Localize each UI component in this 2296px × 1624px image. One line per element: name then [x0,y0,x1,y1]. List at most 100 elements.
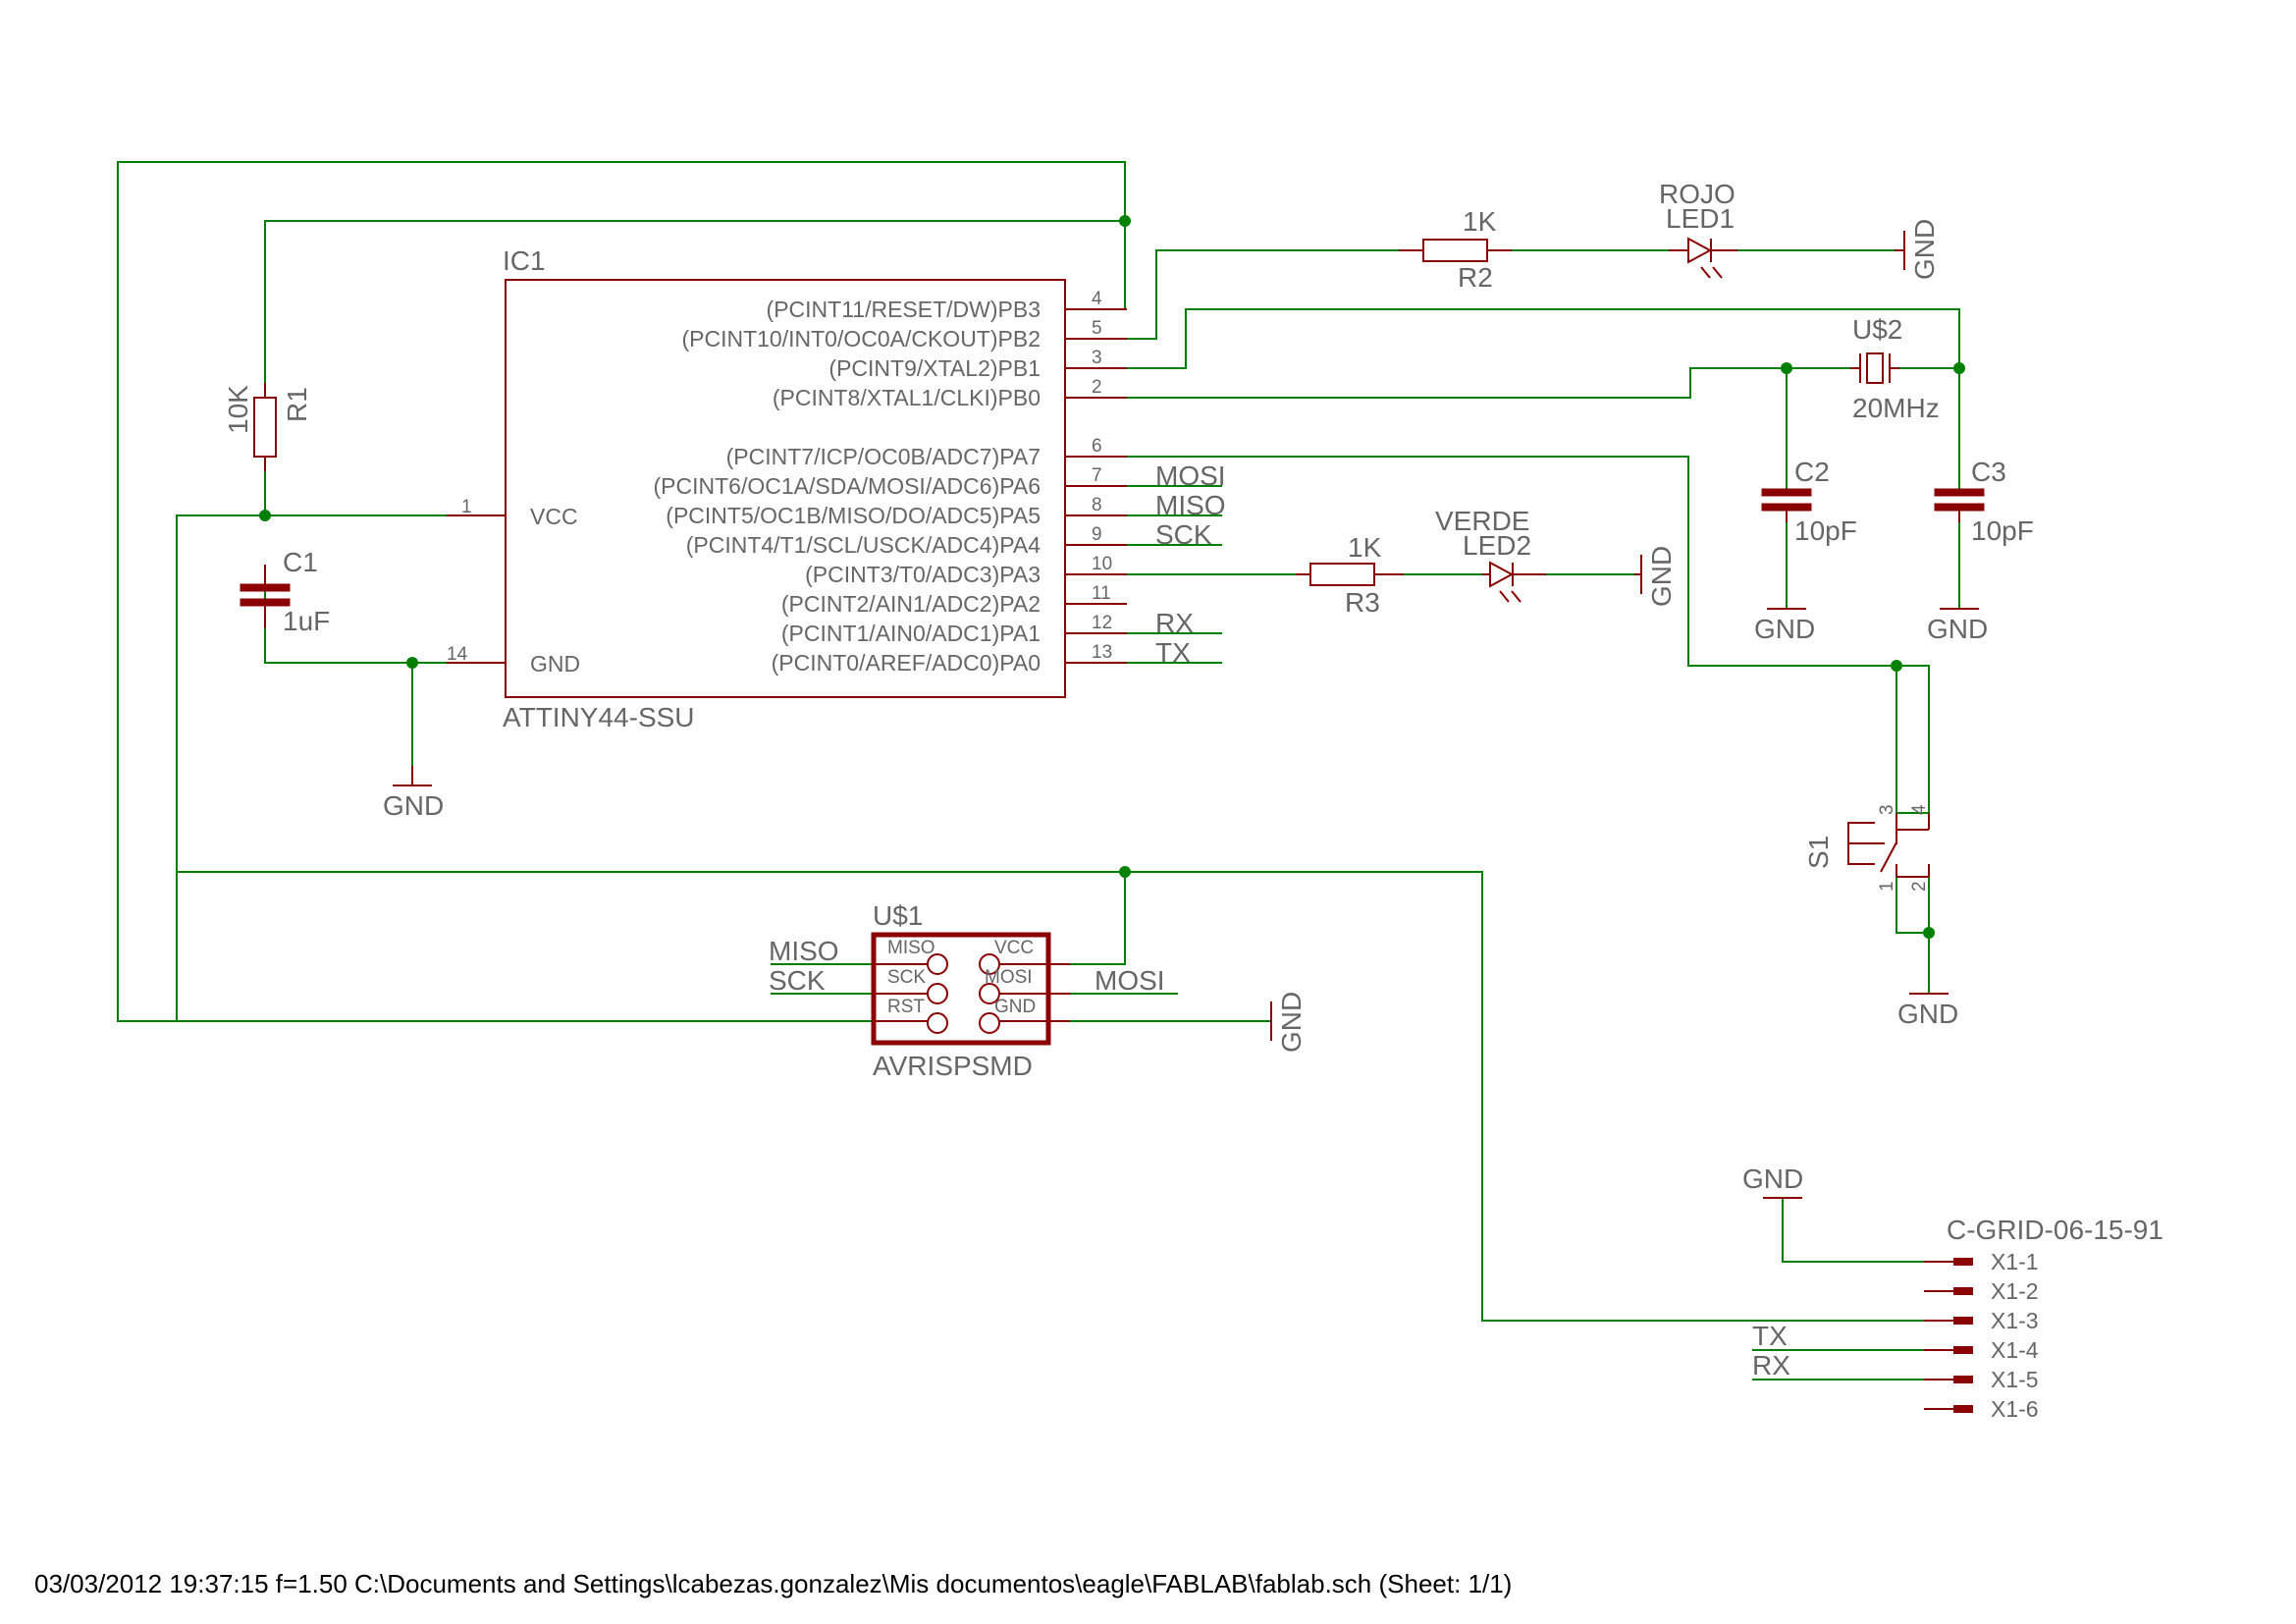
ic1-gnd-label: GND [530,651,580,677]
r1-value: 10K [223,385,253,434]
led2: VERDE LED2 [1435,506,1546,603]
gnd-label-isp: GND [1276,992,1307,1053]
connector-pin-pad [1953,1287,1973,1295]
net-label-mosi: MOSI [1155,460,1226,491]
ic1-pin-label: (PCINT9/XTAL2)PB1 [828,355,1041,381]
s1-pin3: 3 [1877,804,1897,815]
c2-value: 10pF [1794,515,1857,546]
ic1-pin-number: 7 [1092,465,1102,486]
r3-name: R3 [1345,587,1380,618]
connector-pin-pad [1953,1258,1973,1266]
gnd-symbol-c3: GND [1927,608,1988,644]
ic1-pin-number: 13 [1092,642,1112,663]
capacitor-c3: C3 10pF [1934,457,2034,546]
crystal-name: U$2 [1852,314,1902,345]
ic1-pin-number: 9 [1092,524,1102,545]
ic1-pin-number: 10 [1092,554,1112,574]
isp-pin-gnd: GND [994,997,1036,1017]
s1-name: S1 [1803,836,1834,869]
r3-value: 1K [1348,532,1382,563]
ic1-pin-label: (PCINT4/T1/SCL/USCK/ADC4)PA4 [686,532,1041,558]
net-label-tx: TX [1155,637,1191,668]
isp-pin-vcc: VCC [994,938,1034,958]
ic1-pin-label: (PCINT6/OC1A/SDA/MOSI/ADC6)PA6 [654,473,1041,499]
s1-pin4: 4 [1909,804,1930,815]
gnd-label-led1: GND [1909,219,1940,280]
gnd-symbol-led1: GND [1895,219,1940,280]
isp-header-u1: MISO VCC SCK MOSI RST GND U$1 AVRISPSMD [871,900,1070,1081]
ic1-pin-number: 11 [1092,583,1111,604]
ic1-name: IC1 [503,245,546,276]
connector-pin-label: X1-4 [1991,1337,2039,1363]
gnd-symbol-c2: GND [1754,608,1815,644]
capacitor-c2: C2 10pF [1761,457,1857,546]
ic1-pin1-num: 1 [461,497,472,517]
c1-value: 1uF [283,606,330,636]
ic1-pin-label: (PCINT8/XTAL1/CLKI)PB0 [773,385,1041,410]
ic1-pin-number: 5 [1092,318,1102,339]
isp-pin-mosi: MOSI [985,967,1033,988]
r2-value: 1K [1463,206,1497,237]
connector-pins: X1-1X1-2X1-3X1-4X1-5X1-6 [1924,1249,2039,1422]
isp-pin-rst: RST [887,997,925,1017]
connector-name: C-GRID-06-15-91 [1947,1215,2163,1245]
crystal-u2: U$2 20MHz [1850,314,1940,423]
connector-pin-label: X1-6 [1991,1396,2039,1422]
isp-net-mosi: MOSI [1095,965,1165,996]
led1-name: LED1 [1666,203,1735,234]
ic1-pin-number: 8 [1092,495,1102,515]
ic1-pin-number: 12 [1092,613,1112,633]
gnd-symbol-led2: GND [1634,546,1677,607]
gnd-symbol-connector: GND [1742,1164,1803,1199]
gnd-symbol-isp: GND [1270,992,1307,1053]
connector-x1: C-GRID-06-15-91 X1-1X1-2X1-3X1-4X1-5X1-6 [1924,1215,2163,1422]
resistor-r3: 1K R3 [1296,532,1404,618]
ic1-pin-number: 2 [1092,377,1102,398]
ic1-pin-number: 3 [1092,348,1102,368]
ic1-pin-label: (PCINT3/T0/ADC3)PA3 [805,562,1041,587]
gnd-symbol-c1: GND [383,766,444,821]
net-label-miso: MISO [1155,490,1226,520]
connector-net-rx: RX [1752,1350,1790,1380]
ic1-pin14-num: 14 [447,644,468,665]
connector-pin-label: X1-3 [1991,1308,2039,1333]
led1: ROJO LED1 [1659,179,1737,279]
c2-name: C2 [1794,457,1830,487]
c1-name: C1 [283,547,318,577]
connector-net-tx: TX [1752,1321,1788,1351]
connector-pin-label: X1-5 [1991,1367,2039,1392]
connector-pin-pad [1953,1317,1973,1325]
isp-pin-sck: SCK [887,967,926,988]
connector-net-labels: TX RX [1752,1321,1790,1380]
ic1-pin-label: (PCINT1/AIN0/ADC1)PA1 [781,621,1041,646]
isp-value: AVRISPSMD [873,1051,1033,1081]
ic1-vcc-label: VCC [530,504,578,529]
footer-text: 03/03/2012 19:37:15 f=1.50 C:\Documents … [34,1569,1512,1598]
isp-net-miso: MISO [769,936,839,966]
ic1-attiny44: IC1 ATTINY44-SSU 1 14 VCC GND (PCINT11/R… [447,245,1127,732]
s1-pin1: 1 [1877,881,1897,892]
ic1-pin-label: (PCINT11/RESET/DW)PB3 [767,297,1041,322]
ic1-pin-label: (PCINT2/AIN1/ADC2)PA2 [781,591,1041,617]
gnd-label-led2: GND [1646,546,1677,607]
junctions [259,215,1965,939]
connector-pin-label: X1-2 [1991,1278,2039,1304]
s1-pin2: 2 [1909,881,1930,892]
isp-net-labels: MISO SCK MOSI [769,936,1165,996]
r2-name: R2 [1458,262,1493,293]
crystal-value: 20MHz [1852,393,1940,423]
isp-name: U$1 [873,900,923,931]
led2-value: VERDE [1435,506,1529,536]
gnd-label-s1: GND [1897,999,1958,1029]
ic1-pin-label: (PCINT5/OC1B/MISO/DO/ADC5)PA5 [666,503,1041,528]
connector-pin-pad [1953,1346,1973,1354]
net-label-sck: SCK [1155,519,1212,550]
ic1-pin-label: (PCINT10/INT0/OC0A/CKOUT)PB2 [681,326,1041,352]
connector-pin-pad [1953,1376,1973,1383]
connector-pin-label: X1-1 [1991,1249,2039,1274]
gnd-symbol-s1: GND [1897,993,1958,1029]
gnd-label-c3: GND [1927,614,1988,644]
gnd-label-c1: GND [383,790,444,821]
c3-name: C3 [1971,457,2006,487]
